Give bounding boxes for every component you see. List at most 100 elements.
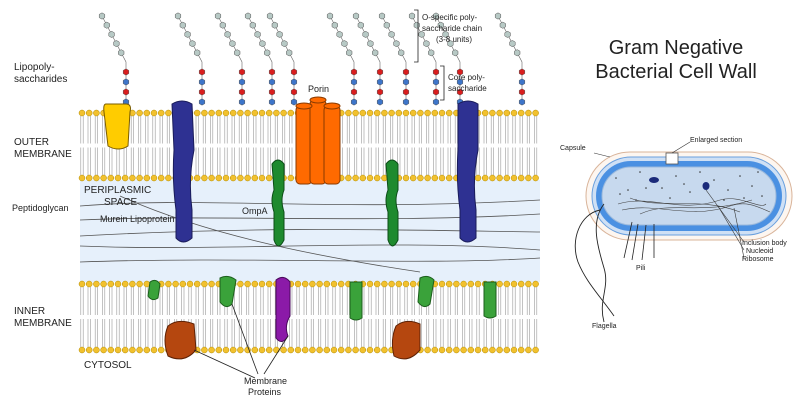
- inner-lipid-tail: [397, 287, 401, 347]
- lps-backbone: [177, 15, 203, 104]
- cell-cytoplasm: [601, 166, 777, 226]
- inner-lipid-head: [208, 346, 215, 354]
- inner-lipid-tail: [102, 287, 106, 347]
- o-chain-sugar: [494, 12, 502, 20]
- outer-lipid-head: [417, 109, 424, 117]
- inner-lipid-head: [460, 346, 467, 354]
- o-chain-sugar: [281, 40, 288, 48]
- inner-lipid-tail: [534, 287, 538, 347]
- o-chain-sugar: [254, 30, 261, 38]
- outer-lipid-head: [157, 109, 165, 117]
- outer-lipid-head: [481, 174, 489, 182]
- inner-lipid-head: [93, 346, 100, 354]
- outer-lipid-tail: [94, 116, 98, 175]
- outer-lipid-head: [510, 109, 518, 117]
- cell-leaders: [593, 141, 745, 259]
- enlarged-section-box: [665, 152, 679, 165]
- ribosome-dot: [661, 187, 663, 189]
- outer-lipid-head: [143, 109, 151, 117]
- core-sugar-blue: [238, 98, 246, 106]
- o-chain-sugar: [388, 30, 395, 38]
- inner-lipid-head: [496, 346, 503, 354]
- o-chain-sugar: [234, 49, 241, 57]
- o-chain-sugar: [331, 21, 338, 29]
- outer-lipid-tail: [202, 116, 206, 175]
- inner-lipid-head: [381, 280, 388, 288]
- outer-lipid-head: [150, 174, 158, 182]
- inner-lipid-tail: [210, 287, 214, 347]
- outer-lipid-tail: [246, 116, 250, 175]
- outer-lipid-tail: [253, 116, 257, 175]
- outer-lipid-head: [193, 174, 201, 182]
- inner-lipid-head: [316, 280, 323, 288]
- outer-lipid-head: [445, 174, 453, 182]
- inclusion-body-2: [702, 182, 710, 190]
- core-sugar-blue: [198, 98, 206, 106]
- o-chain-sugar: [393, 40, 400, 48]
- inner-lipid-tail: [318, 287, 322, 347]
- outer-lipid-head: [489, 174, 496, 182]
- label-inner-1: INNER: [14, 306, 45, 317]
- o-chain-sugar: [194, 49, 201, 57]
- porin: [295, 96, 341, 185]
- inner-lipid-tail: [202, 287, 206, 347]
- outer-lipid-tail: [512, 116, 516, 175]
- title-line-2: Bacterial Cell Wall: [595, 61, 757, 83]
- core-sugar-blue: [268, 78, 276, 86]
- inner-lipid-head: [201, 280, 208, 288]
- inner-lipid-head: [323, 280, 331, 288]
- inner-lipid-head: [129, 346, 136, 354]
- inner-lipid-head: [301, 346, 309, 354]
- title-line-1: Gram Negative: [609, 37, 744, 59]
- inner-lipid-head: [503, 346, 511, 354]
- cell-label-nucleoid: Nucleoid: [746, 248, 773, 255]
- o-chain-sugar: [259, 40, 266, 48]
- inner-lipid-tail: [181, 287, 185, 347]
- outer-lipid-head: [352, 174, 359, 182]
- core-sugar-blue: [432, 98, 440, 106]
- inner-lipid-head: [467, 346, 475, 354]
- ribosome-dot: [639, 171, 641, 173]
- ribosome-dot: [669, 197, 671, 199]
- lps-brackets: [414, 9, 445, 101]
- inner-lipid-head: [294, 280, 302, 288]
- pili: [623, 221, 655, 261]
- o-chain-sugar: [286, 49, 293, 57]
- outer-lipid-tail: [102, 116, 106, 175]
- inner-lipid-head: [366, 280, 374, 288]
- ribosome-dot: [689, 191, 691, 193]
- lps-backbone: [247, 15, 273, 104]
- label-core-2: saccharide: [448, 84, 487, 93]
- label-o-chain-2: saccharide chain: [422, 24, 482, 33]
- ribosome-dot: [739, 175, 741, 177]
- o-chain-sugar: [224, 30, 231, 38]
- lps-backbone: [101, 15, 127, 104]
- inner-lipid-head: [474, 280, 482, 288]
- outer-lipid-tail: [404, 116, 408, 175]
- outer-lipid-tail: [390, 116, 394, 175]
- outer-lipid-tail: [375, 116, 379, 175]
- outer-lipid-head: [496, 109, 503, 117]
- outer-lipid-tail: [238, 116, 242, 175]
- core-sugar-red: [402, 68, 410, 76]
- outer-lipid-head: [366, 174, 374, 182]
- core-sugar-red: [198, 88, 206, 96]
- o-chain-sugar: [229, 40, 236, 48]
- outer-lipid-head: [244, 174, 251, 182]
- outer-lipid-head: [373, 109, 381, 117]
- ribosome-dot: [699, 171, 701, 173]
- outer-lipid-head: [222, 109, 230, 117]
- core-sugar-blue: [238, 78, 246, 86]
- outer-lipid-head: [503, 109, 511, 117]
- outer-lipid-head: [114, 174, 122, 182]
- inner-lipid-tail: [116, 287, 120, 347]
- o-chain-sugar: [214, 12, 222, 20]
- core-sugar-red: [350, 88, 358, 96]
- inner-lipid-head: [309, 280, 316, 288]
- inner-lipid-tail: [519, 287, 523, 347]
- inner-lipid-head: [157, 346, 165, 354]
- cell-label-flagella: Flagella: [592, 323, 617, 330]
- inner-lipid-tail: [390, 287, 394, 347]
- inner-lipid-head: [287, 346, 295, 354]
- inner-membrane-bilayer: [78, 280, 539, 354]
